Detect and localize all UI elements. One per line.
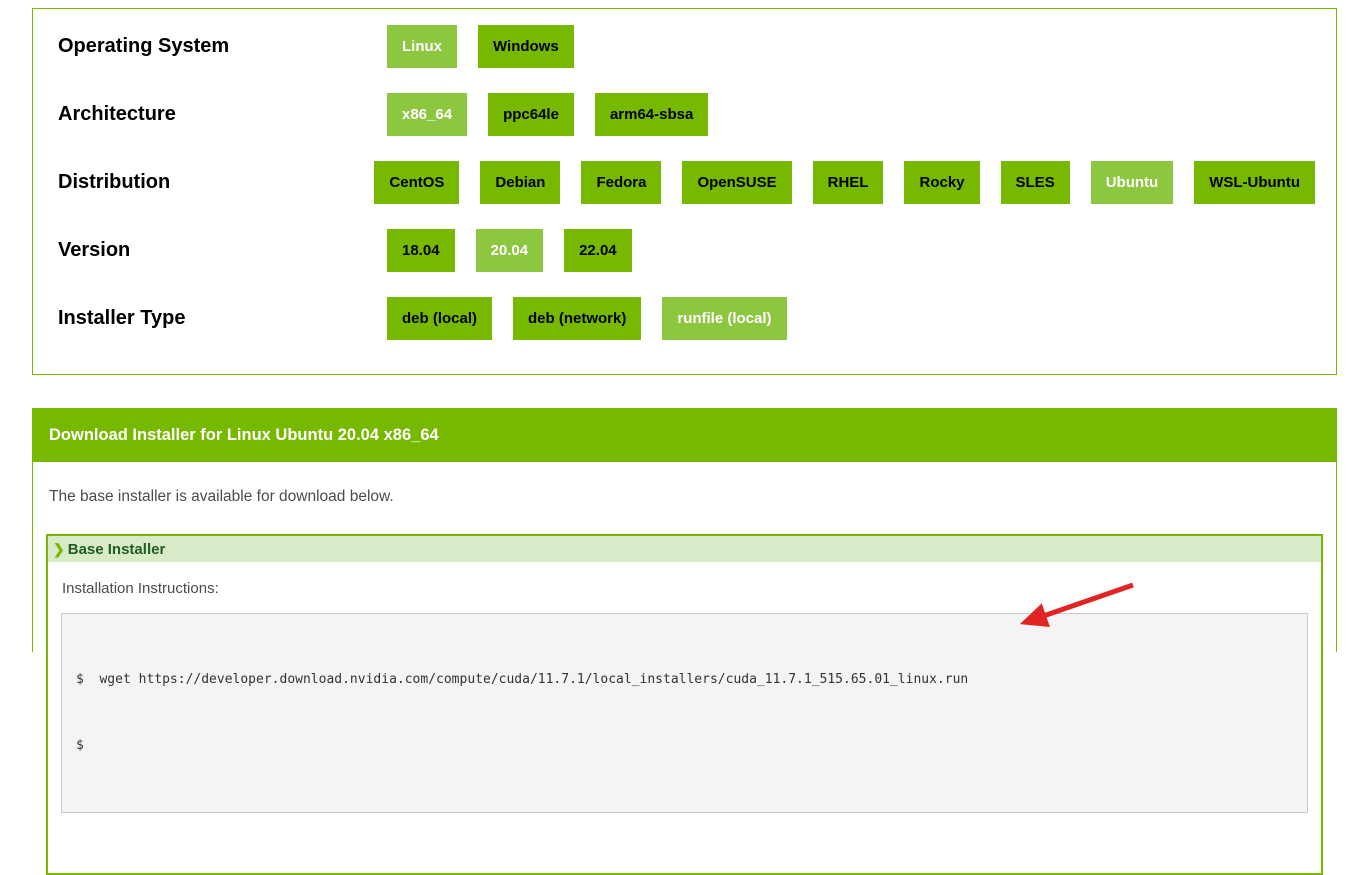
install-command-code-block: $ wget https://developer.download.nvidia… <box>61 613 1308 813</box>
option-button-22-04[interactable]: 22.04 <box>564 229 632 272</box>
option-button-opensuse[interactable]: OpenSUSE <box>682 161 792 204</box>
option-button-fedora[interactable]: Fedora <box>581 161 662 204</box>
download-installer-panel: Download Installer for Linux Ubuntu 20.0… <box>32 408 1337 875</box>
row-label-operating-system: Operating System <box>58 35 230 57</box>
selector-row-distribution: Distribution CentOS Debian Fedora OpenSU… <box>58 161 1336 204</box>
option-button-wsl-ubuntu[interactable]: WSL-Ubuntu <box>1194 161 1315 204</box>
download-panel-title: Download Installer for Linux Ubuntu 20.0… <box>49 425 439 444</box>
selector-row-architecture: Architecture x86_64 ppc64le arm64-sbsa <box>58 93 1336 136</box>
download-panel-header: Download Installer for Linux Ubuntu 20.0… <box>33 408 1336 462</box>
installation-instructions-label: Installation Instructions: <box>62 580 219 597</box>
option-button-centos[interactable]: CentOS <box>374 161 460 204</box>
selector-row-version: Version 18.04 20.04 22.04 <box>58 229 1336 272</box>
row-label-installer-type: Installer Type <box>58 307 186 329</box>
option-button-20-04[interactable]: 20.04 <box>475 229 544 272</box>
option-button-ppc64le[interactable]: ppc64le <box>488 93 574 136</box>
base-installer-section: ❯ Base Installer Installation Instructio… <box>46 534 1323 875</box>
option-button-sles[interactable]: SLES <box>1000 161 1070 204</box>
option-button-runfile-local[interactable]: runfile (local) <box>662 297 787 340</box>
row-label-distribution: Distribution <box>58 171 171 193</box>
code-line-wget: $ wget https://developer.download.nvidia… <box>76 672 969 687</box>
option-button-debian[interactable]: Debian <box>480 161 561 204</box>
option-button-rocky[interactable]: Rocky <box>904 161 980 204</box>
base-installer-title: Base Installer <box>67 540 166 558</box>
option-button-18-04[interactable]: 18.04 <box>387 229 455 272</box>
download-panel-body: The base installer is available for down… <box>33 488 1336 875</box>
option-button-deb-network[interactable]: deb (network) <box>513 297 642 340</box>
availability-text: The base installer is available for down… <box>49 488 394 505</box>
row-label-version: Version <box>58 239 131 261</box>
chevron-right-icon: ❯ <box>53 541 65 557</box>
option-button-arm64-sbsa[interactable]: arm64-sbsa <box>594 93 709 136</box>
platform-selector-panel: Operating System Linux Windows Architect… <box>32 8 1337 375</box>
option-button-linux[interactable]: Linux <box>387 25 457 68</box>
option-button-x86-64[interactable]: x86_64 <box>387 93 468 136</box>
row-label-architecture: Architecture <box>58 103 176 125</box>
code-line-prompt: $ <box>76 738 84 753</box>
selector-row-operating-system: Operating System Linux Windows <box>58 25 1336 68</box>
base-installer-header[interactable]: ❯ Base Installer <box>48 536 1321 562</box>
option-button-windows[interactable]: Windows <box>478 25 574 68</box>
selector-row-installer-type: Installer Type deb (local) deb (network)… <box>58 297 1336 340</box>
option-button-ubuntu[interactable]: Ubuntu <box>1090 161 1174 204</box>
option-button-deb-local[interactable]: deb (local) <box>387 297 493 340</box>
option-button-rhel[interactable]: RHEL <box>812 161 884 204</box>
base-installer-content: Installation Instructions: $ wget https:… <box>48 562 1321 873</box>
